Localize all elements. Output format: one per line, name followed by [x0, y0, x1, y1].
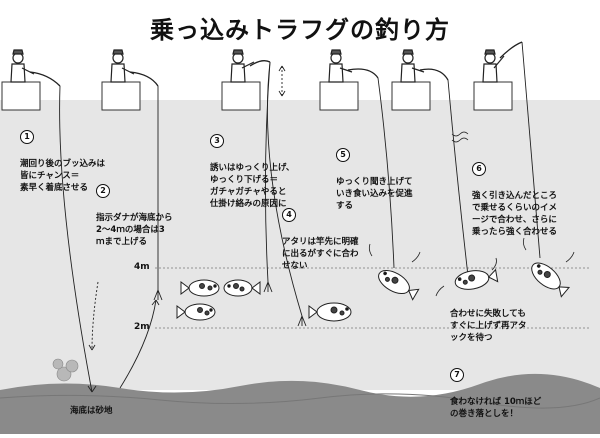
hook-rig-icon [87, 281, 307, 393]
step-number: 5 [336, 148, 350, 162]
step-note-6: 6 強く引き込んだところ で乗せるくらいのイメ ージで合わせ、さらに 乗ったら強… [472, 150, 557, 238]
step-text: ゆっくり聞き上げて いき食い込みを促進 する [336, 177, 413, 211]
step-text: アタリは竿先に明確 に出るがすぐに合わ せない [282, 237, 359, 271]
rods [29, 41, 523, 87]
step-number: 7 [450, 368, 464, 382]
seabed [0, 373, 600, 434]
step-note-3: 3 誘いはゆっくり上げ、 ゆっくり下げる＝ ガチャガチャやると 仕掛け絡みの原因… [210, 122, 294, 210]
step-number: 1 [20, 130, 34, 144]
step-text: 強く引き込んだところ で乗せるくらいのイメ ージで合わせ、さらに 乗ったら強く合… [472, 191, 558, 237]
step-text: 食わなければ 10ｍほど の巻き落としを！ [450, 397, 542, 419]
step-note-1: 1 潮回り後のブッ込みは 皆にチャンス＝ 素早く着底させる [20, 118, 105, 194]
step-note-5: 5 ゆっくり聞き上げて いき食い込みを促進 する [336, 136, 413, 212]
step-number: 6 [472, 162, 486, 176]
step-text: 指示ダナが海底から 2～4ｍの場合は3 ｍまで上げる [96, 213, 173, 247]
motion-arrows [88, 65, 286, 389]
step-note-7: 7 食わなければ 10ｍほど の巻き落としを！ [450, 356, 541, 420]
struggle-marks [368, 131, 575, 297]
step-number: 4 [282, 208, 296, 222]
boat-sides [1, 81, 513, 111]
angler-icon [10, 49, 505, 83]
step-text: 合わせに失敗しても すぐに上げず再アタ ックを待つ [450, 309, 527, 343]
retry-note: 合わせに失敗しても すぐに上げず再アタ ックを待つ [450, 296, 527, 344]
step-text: 誘いはゆっくり上げ、 ゆっくり下げる＝ ガチャガチャやると 仕掛け絡みの原因に [210, 163, 295, 209]
step-number: 2 [96, 184, 110, 198]
sand-puff [52, 358, 79, 382]
step-text: 潮回り後のブッ込みは 皆にチャンス＝ 素早く着底させる [20, 159, 106, 193]
depth-label-4m: 4m [134, 262, 150, 272]
page-title: 乗っ込みトラフグの釣り方 [150, 16, 450, 44]
step-number: 3 [210, 134, 224, 148]
seabed-label: 海底は砂地 [70, 406, 113, 416]
pufferfish-icon [176, 262, 571, 322]
step-note-2: 2 指示ダナが海底から 2～4ｍの場合は3 ｍまで上げる [96, 172, 173, 248]
depth-label-2m: 2m [134, 322, 150, 332]
water-area [0, 100, 600, 390]
step-note-4: 4 アタリは竿先に明確 に出るがすぐに合わ せない [282, 196, 359, 272]
fishing-lines [59, 41, 541, 393]
